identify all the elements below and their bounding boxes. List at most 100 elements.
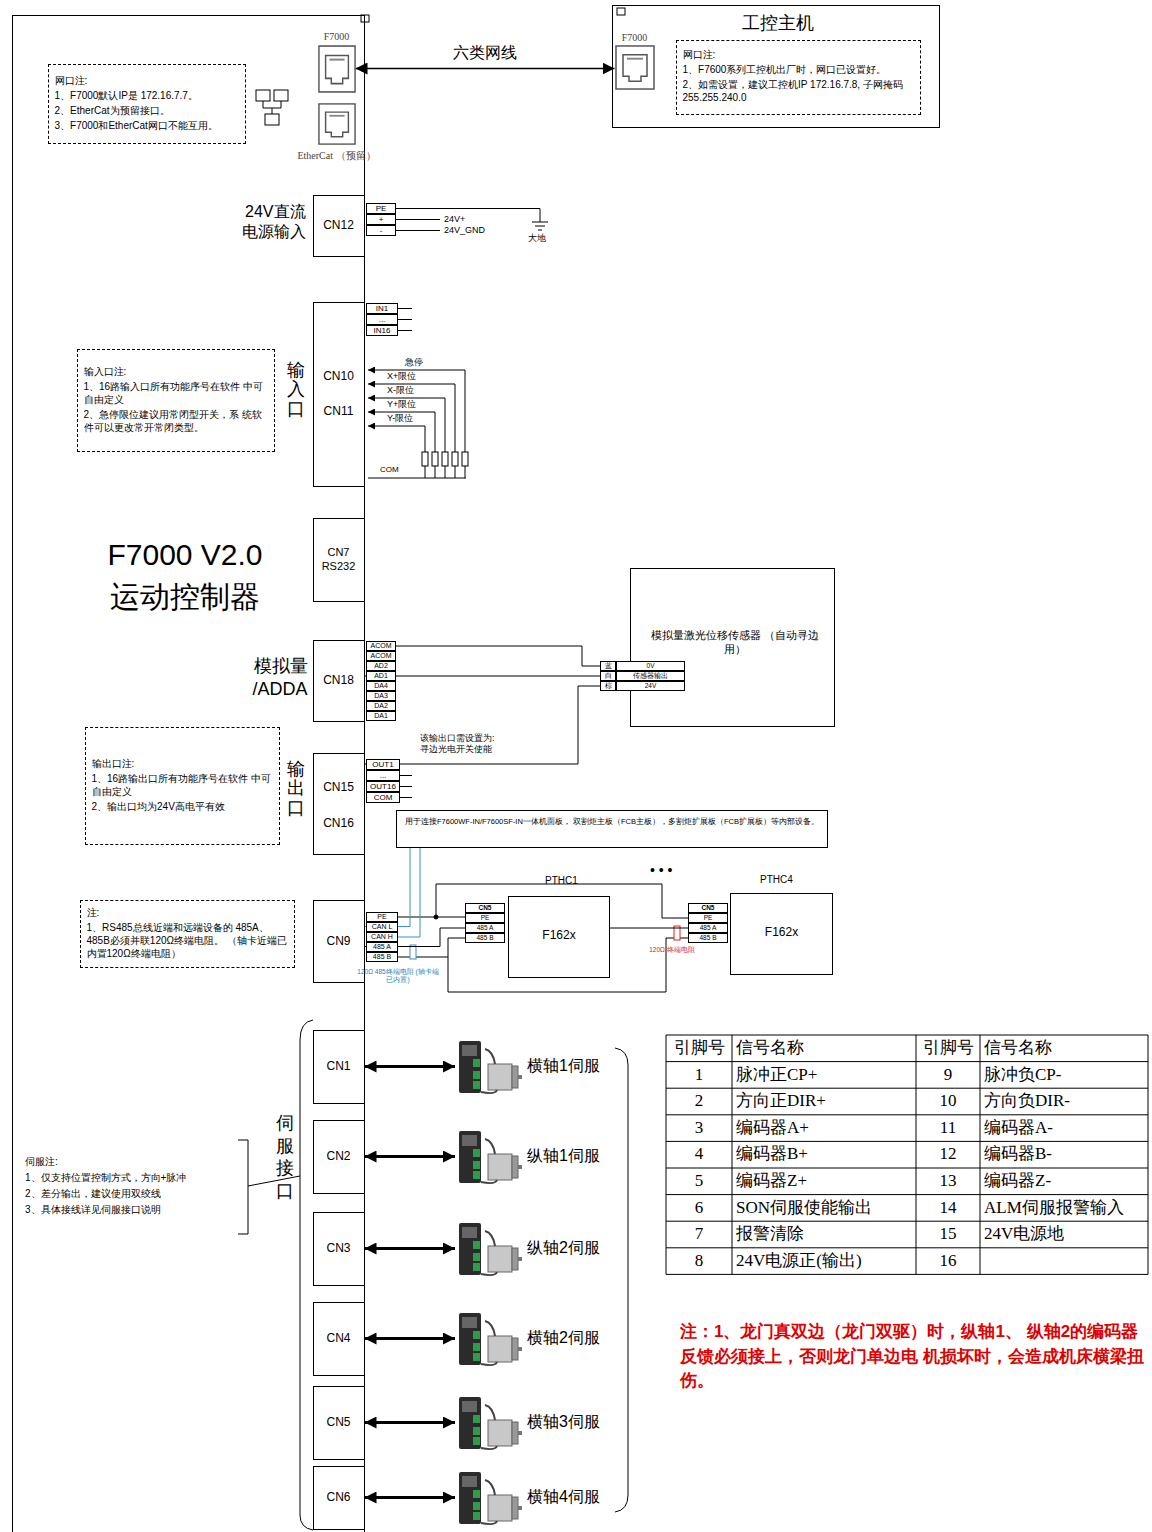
pin-label: 蓝 [600,661,616,671]
note-item: 2、如需设置，建议工控机IP 172.16.7.8, 子网掩码255.255.2… [683,78,914,104]
table-cell: 引脚号 [916,1035,980,1062]
drawing-part [473,1415,480,1423]
table-cell: 24V电源地 [980,1221,1148,1248]
connector [365,676,601,677]
drawing-part [488,1154,512,1180]
connector-box: CN3 [313,1212,365,1286]
drawing-part [473,1161,480,1169]
drawing-part [481,1362,497,1365]
connector-name: CN6 [314,1490,364,1506]
drawing-part [422,452,428,466]
drawing-part [368,412,435,452]
pin-label: 485 B [465,933,505,943]
drawing-part [666,1274,1148,1275]
drawing-part [473,1331,480,1339]
table-cell: 编码器A+ [732,1115,916,1142]
connector-box: 模拟量 /ADDACN18 [313,640,365,722]
drawing-part [442,452,448,466]
pin-label: PE [366,912,398,922]
drawing-part [980,1035,981,1274]
drawing-part [666,1194,1148,1195]
note-heading: 网口注: [55,74,239,87]
drawing-part [666,1061,1148,1062]
table-cell: 12 [916,1141,980,1168]
servo-name: 纵轴1伺服 [527,1146,625,1167]
servo-drive: 纵轴1伺服 [455,1127,627,1187]
table-cell: 8 [666,1248,732,1275]
pin-label: OUT16 [366,781,400,792]
drawing-part [512,1066,518,1088]
pin-label: 485 A [688,923,728,933]
note-line: 伺服注: [25,1156,250,1169]
connector-box: 24V直流 电源输入CN12 [313,195,365,257]
drawing-part [318,103,354,143]
connector [365,1421,456,1424]
drawing-part [368,370,465,452]
drawing-part [481,1446,497,1449]
pin-label: OUT1 [366,759,400,770]
drawing-part [462,1227,477,1238]
drawing-part [1148,1035,1149,1274]
drawing-part [459,1472,481,1524]
edge-label: 该输出口需设置为: 寻边光电开关使能 [420,733,500,756]
drawing-part [462,452,468,466]
connector [365,686,601,764]
note-item: 3、F7000和EtherCat网口不能互用。 [55,119,239,132]
servo-name: 横轴2伺服 [527,1328,625,1349]
drawing-part [263,101,281,114]
connector [356,68,615,70]
port-label: F7000 [315,30,359,43]
table-cell: 2 [666,1088,732,1115]
pin-label: DA2 [366,701,396,711]
drawing-part [485,1049,495,1064]
wire-label: 24V_GND [444,225,485,236]
drawing-part [732,1035,733,1274]
table-cell: 信号名称 [980,1035,1148,1062]
wires [238,8,688,1530]
pin-label: PE [366,203,396,214]
axis-card: PTHC1F162x [465,896,610,978]
drawing-part [617,8,625,15]
note-line: 3、具体接线详见伺服接口说明 [25,1204,250,1217]
pin-label: 485 A [465,923,505,933]
servo-drive: 横轴4伺服 [455,1468,627,1528]
pin-label: 0V [616,661,685,671]
table-cell: 11 [916,1115,980,1142]
drawing-part [329,114,344,116]
table-cell: 编码器A- [980,1115,1148,1142]
drawing-part [488,1336,512,1362]
pin-label: CN5 [465,903,505,913]
drawing-part [473,1490,480,1498]
note-item: 2、输出口均为24V高电平有效 [92,800,273,813]
table-cell: 9 [916,1062,980,1089]
table-cell: 1 [666,1062,732,1089]
drawing-part [434,915,438,919]
warning-note: 注：1、龙门真双边（龙门双驱）时，纵轴1、 纵轴2的编码器反馈必须接上，否则龙门… [680,1320,1150,1394]
servo-name: 横轴3伺服 [527,1412,625,1433]
table-cell: 3 [666,1115,732,1142]
pin-label: CAN H [366,932,398,942]
host-box: 网口注:1、F7600系列工控机出厂时，网口已设置好。2、如需设置，建议工控机I… [612,5,940,128]
servo-name: 横轴4伺服 [527,1487,625,1508]
pin-label: 485 A [366,942,398,952]
resistor-label: 120Ω 485终端电阻 (轴卡端已内置) [356,968,440,984]
connector-box: CN6 [313,1466,365,1530]
connector-name: CN4 [314,1331,364,1347]
drawing-part [398,938,688,992]
table-cell: 编码器Z- [980,1168,1148,1195]
note-item: 1、RS485总线近端和远端设备的 485A、485B必须并联120Ω终端电阻。… [87,921,288,960]
controller-title: F7000 V2.0 运动控制器 [95,534,275,618]
note-box: 网口注:1、F7600系列工控机出厂时，网口已设置好。2、如需设置，建议工控机I… [676,40,921,115]
port-label: EtherCat （预留） [296,149,378,162]
drawing-part [627,57,643,59]
drawing-part [396,209,548,231]
drawing-part [368,398,445,452]
connector-name: CN3 [314,1241,364,1257]
drawing-part [615,1048,628,1512]
connector-name: CN16 [314,816,364,832]
drawing-part [398,884,688,918]
pin-label: PE [688,913,728,923]
port-icon [318,45,356,93]
